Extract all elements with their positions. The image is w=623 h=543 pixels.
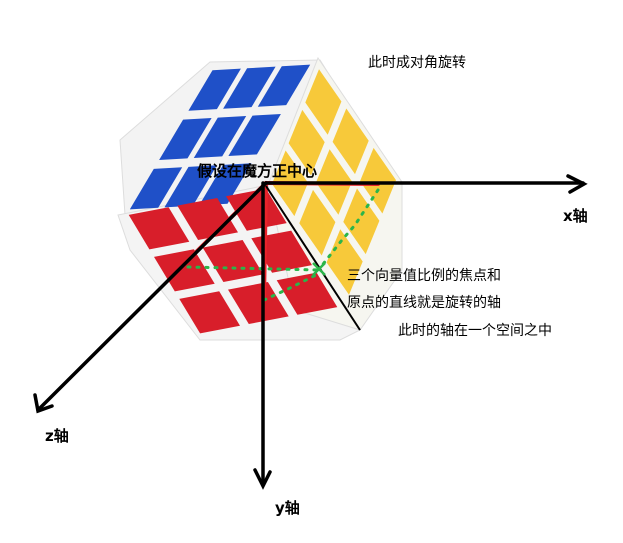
rotate-note: 此时成对角旋转 (368, 55, 466, 71)
dotted-path-middle (186, 265, 322, 272)
center-label: 假设在魔方正中心 (197, 162, 318, 180)
cube-front-sticker (226, 188, 287, 231)
cube-right-sticker (288, 109, 325, 176)
cube-right-sticker (343, 188, 380, 255)
cube-front-sticker (202, 240, 264, 282)
axis-space-note: 此时的轴在一个空间之中 (398, 323, 552, 339)
cube-front-sticker (276, 272, 338, 315)
x-axis-label: x轴 (563, 207, 588, 225)
z-axis-arrowhead (33, 393, 54, 414)
cube-top-sticker (129, 167, 183, 210)
rotation-axis-line (265, 185, 361, 331)
dotted-path (186, 188, 380, 302)
cube-front-sticker (128, 207, 190, 250)
cube-front-sticker (179, 291, 240, 334)
y-axis-arrowhead (253, 468, 272, 490)
dotted-path-upper (318, 188, 380, 270)
z-axis (36, 181, 268, 412)
dotted-path-lower (262, 272, 320, 302)
cube-right-sticker (332, 108, 369, 175)
cube-top-sticker (199, 163, 252, 206)
coordinate-axes (33, 174, 588, 490)
cube-top-sticker (257, 64, 311, 107)
intersection-note-line2: 原点的直线就是旋转的轴 (347, 295, 501, 311)
cube-top-sticker (223, 66, 276, 109)
x-axis-arrowhead (566, 174, 588, 194)
cube-top-sticker (164, 165, 217, 208)
cube-right-sticker (360, 147, 396, 214)
cube-top-sticker (193, 116, 247, 158)
intersection-note-line1: 三个向量值比例的焦点和 (347, 268, 501, 284)
cube-right-sticker (299, 189, 336, 256)
cube-right-sticker (305, 69, 342, 135)
cube-front-sticker (177, 198, 238, 240)
intersection-marker (312, 262, 326, 276)
cube-top-sticker (188, 68, 241, 111)
y-axis-label: y轴 (275, 499, 300, 517)
cube-front-sticker (228, 282, 289, 324)
z-axis-label: z轴 (45, 427, 69, 445)
cube-top-sticker (228, 114, 281, 156)
cube-top-sticker (159, 118, 212, 160)
cube-right-sticker (326, 229, 363, 295)
